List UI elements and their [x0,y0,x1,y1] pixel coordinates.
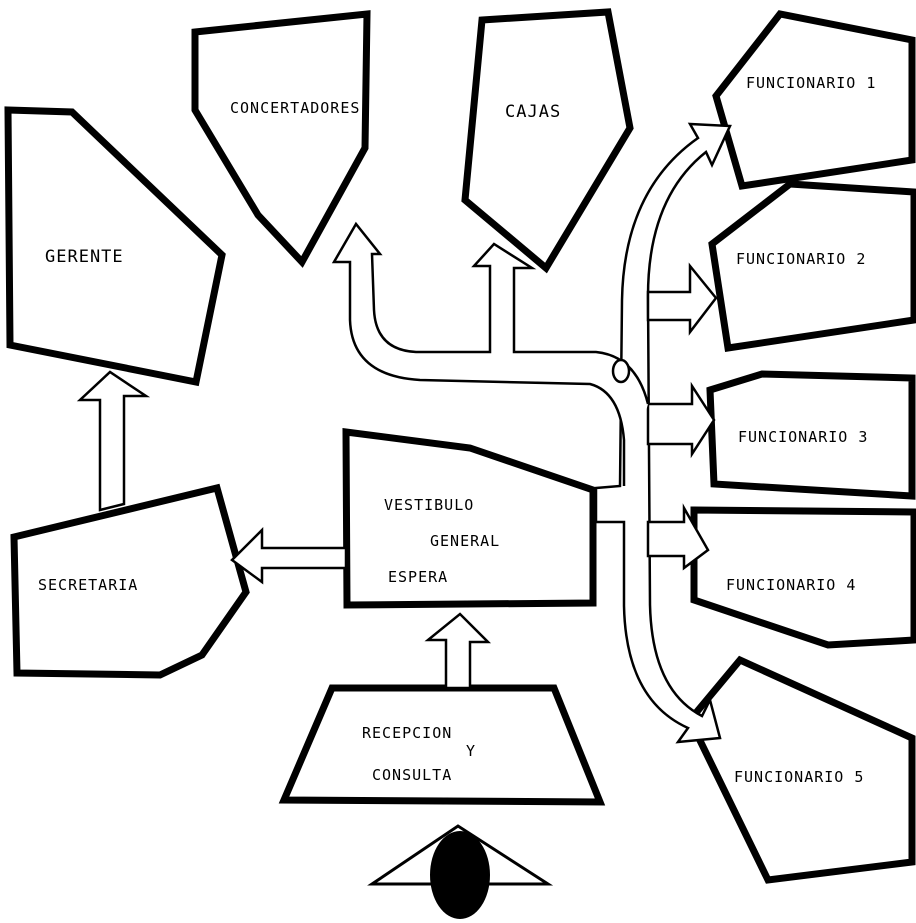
cajas-label: CAJAS [505,102,561,122]
funcionario-4-label: FUNCIONARIO 4 [726,576,856,594]
cajas-room [461,8,634,274]
gerente-label: GERENTE [45,247,124,267]
secretaria-label: SECRETARIA [38,576,138,594]
circulation-node [611,358,631,384]
arrow-to-secretaria [230,526,348,585]
branch-funcionario-4 [646,503,710,571]
arrow-to-gerente [76,370,151,512]
vestibulo-label-line3: ESPERA [388,568,448,586]
recepcion-room [278,684,606,806]
arrow-to-vestibulo [424,612,492,690]
funcionario-4-room [690,506,916,649]
funcionario-2-label: FUNCIONARIO 2 [736,250,866,268]
funcionario-2-room [708,180,916,352]
gerente-room [4,106,226,387]
vestibulo-label-line1: VESTIBULO [384,496,474,514]
funcionario-5-label: FUNCIONARIO 5 [734,768,864,786]
recepcion-label-line3: CONSULTA [372,766,452,784]
funcionario-3-label: FUNCIONARIO 3 [738,428,868,446]
upper-corridor [331,221,650,486]
concertadores-room [191,10,371,268]
vestibulo-label-line2: GENERAL [430,532,500,550]
recepcion-label-line1: RECEPCION [362,724,452,742]
funcionario-5-room [685,655,916,884]
funcionario-1-room [712,10,916,190]
vestibulo-room [342,428,597,609]
entrance-person-icon [430,831,490,919]
branch-funcionario-3 [646,381,716,459]
branch-funcionario-2 [646,262,718,336]
secretaria-room [10,483,250,679]
concertadores-label: CONCERTADORES [230,99,360,117]
funcionario-3-room [706,370,916,500]
funcionario-1-label: FUNCIONARIO 1 [746,74,876,92]
recepcion-label-line2: Y [466,742,476,760]
